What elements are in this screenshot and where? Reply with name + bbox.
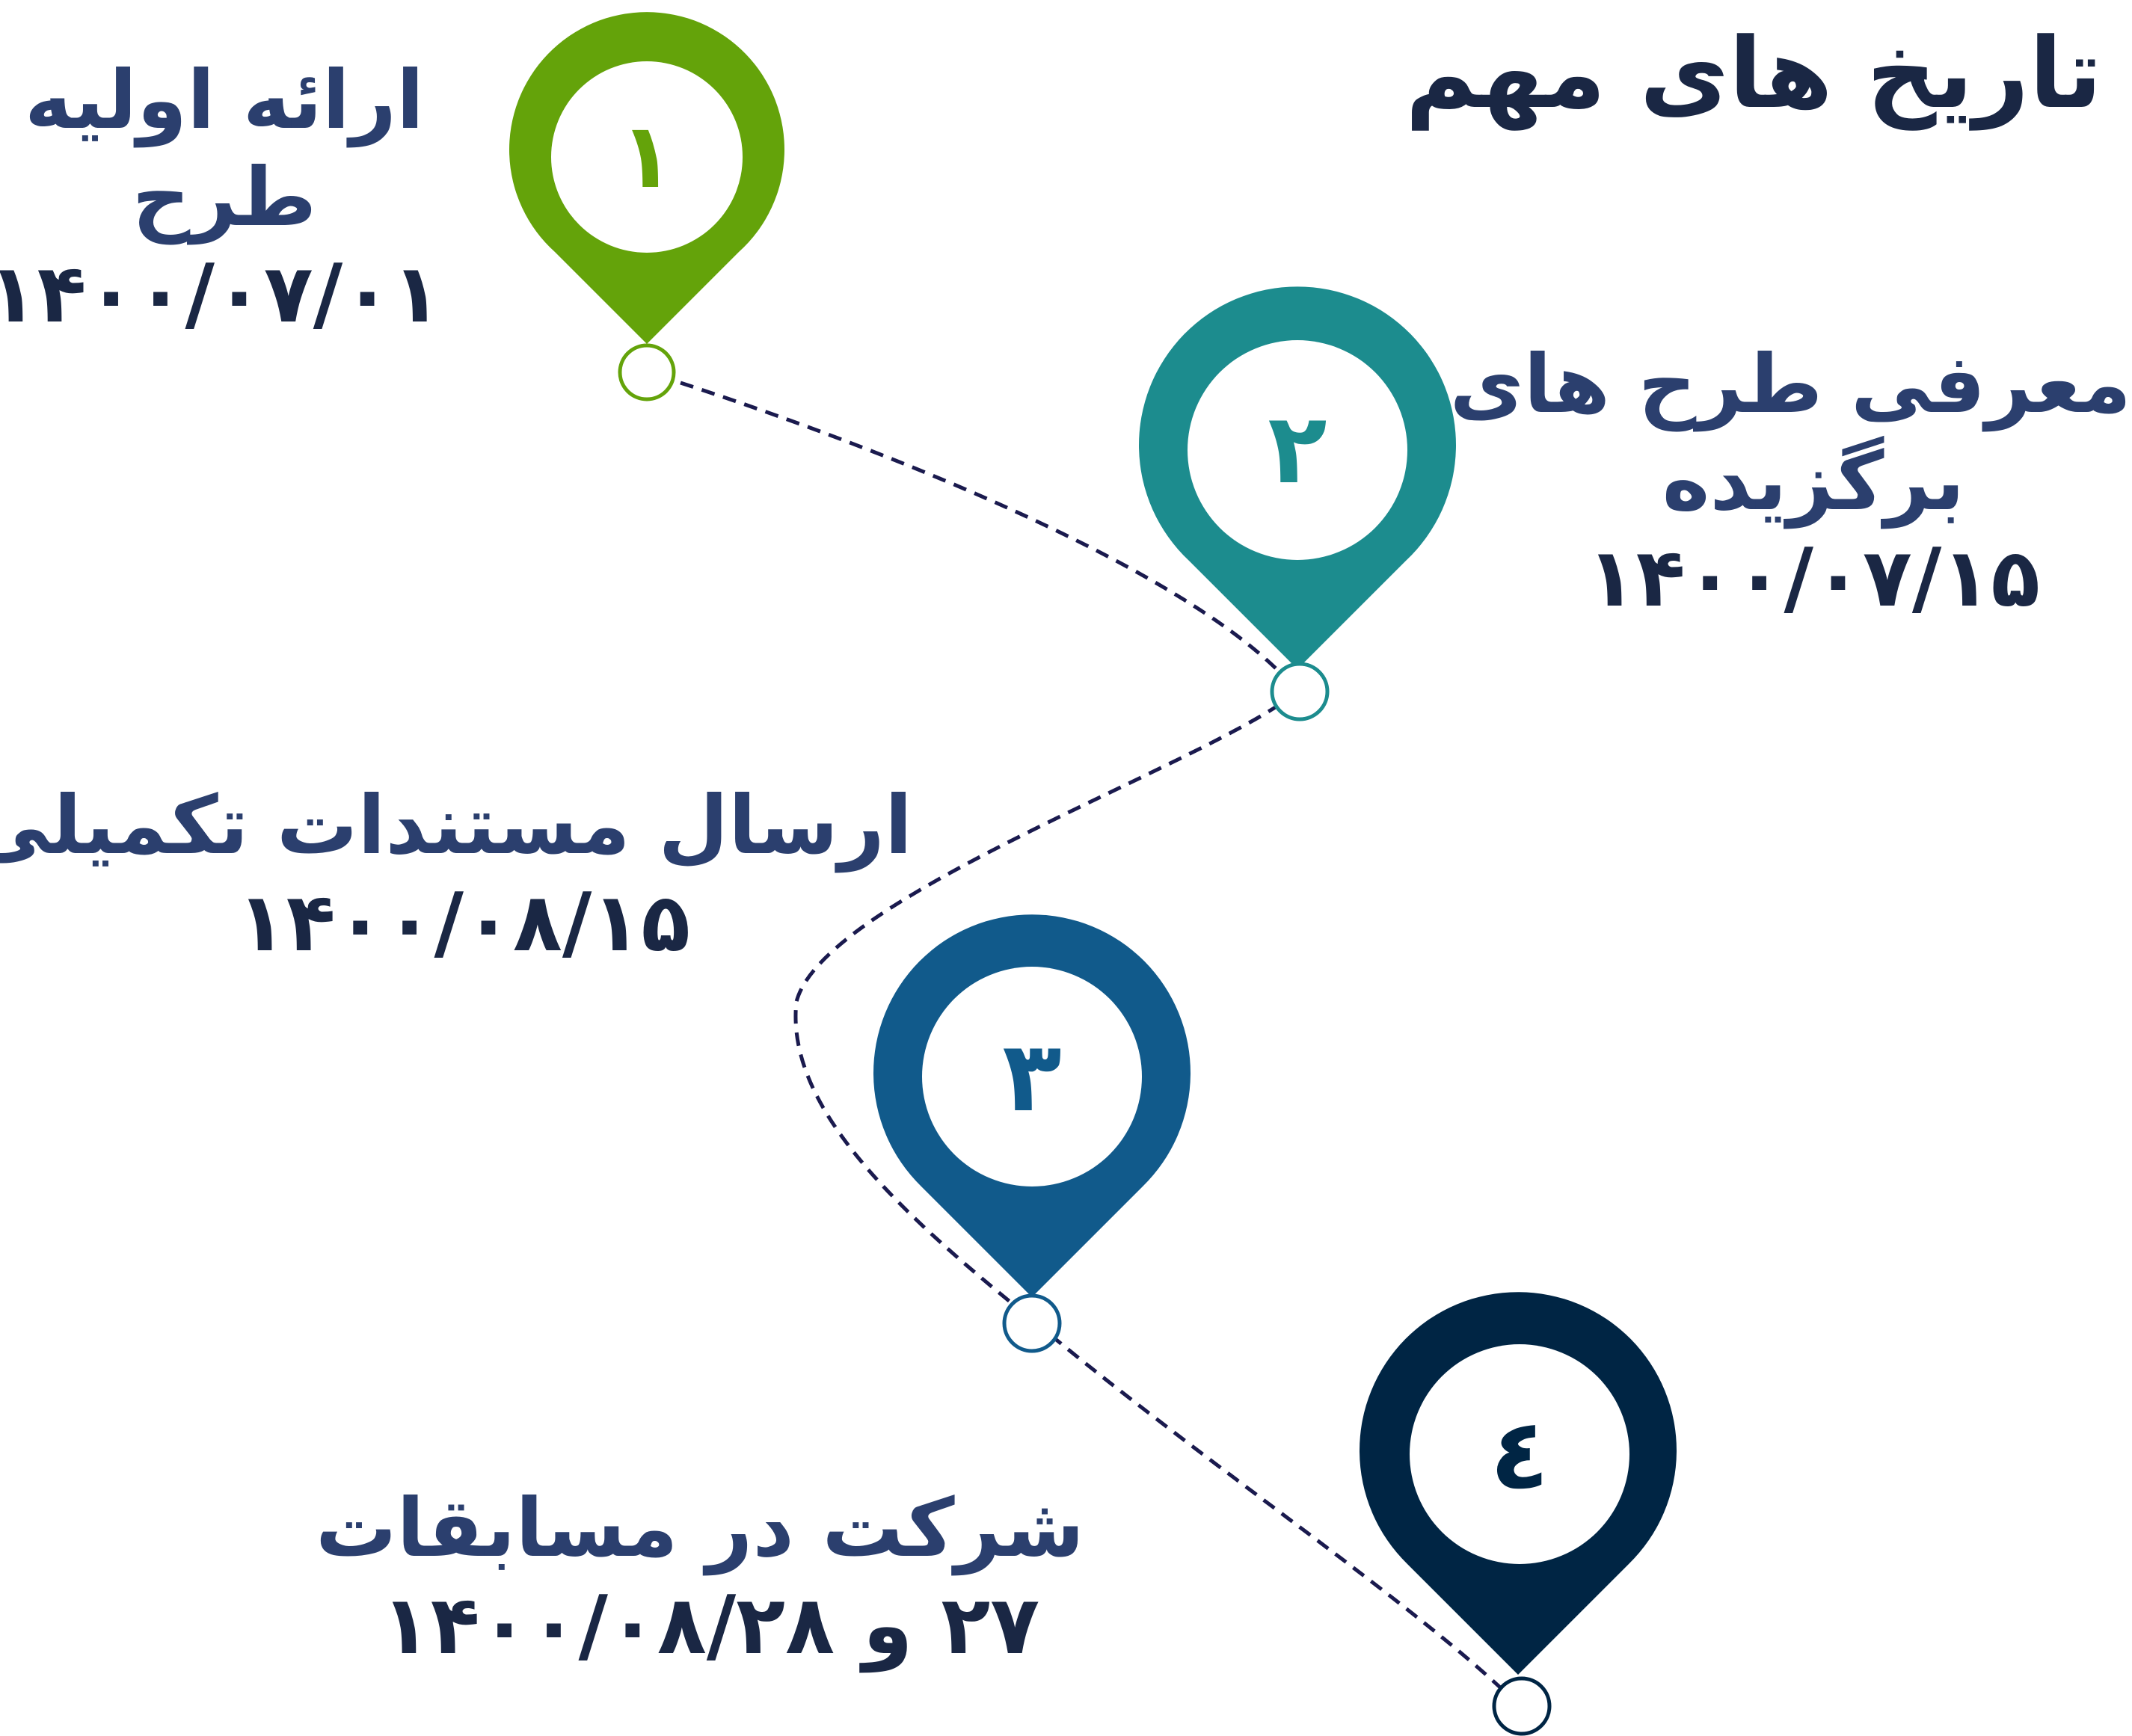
milestone-2-date: ۱۴۰۰/۰۷/۱۵: [1586, 532, 2041, 626]
milestone-1-label-line1: ارائه اولیه: [24, 54, 425, 147]
milestone-3-text: ارسال مستندات تکمیلی ۱۴۰۰/۰۸/۱۵: [0, 778, 912, 971]
pin-4-number: ٤: [1490, 1397, 1549, 1511]
milestone-4-label-line1: شرکت در مسابقات: [315, 1482, 1084, 1575]
page-title: تاریخ های مهم: [1405, 16, 2102, 130]
pin-1: ۱: [509, 12, 784, 401]
timeline-dashed-path: [680, 381, 1520, 1706]
pin-3-anchor-circle: [1002, 1293, 1062, 1353]
pin-2-number: ۲: [1268, 392, 1327, 505]
pin-1-inner-circle: [551, 61, 743, 253]
pin-1-anchor-circle: [618, 343, 676, 401]
milestone-3-label-line1: ارسال مستندات تکمیلی: [0, 779, 912, 872]
milestone-4-date: ۲۷ و ۱۴۰۰/۰۸/۲۸: [381, 1578, 1040, 1672]
milestone-1-label-line2: طرح: [132, 150, 317, 244]
pin-4-inner-circle: [1410, 1344, 1629, 1564]
milestone-1-date: ۱۴۰۰/۰۷/۰۱: [0, 247, 441, 342]
milestone-4-text: شرکت در مسابقات ۲۷ و ۱۴۰۰/۰۸/۲۸: [315, 1480, 1084, 1674]
pin-2-inner-circle: [1188, 340, 1407, 560]
pin-3-number: ۳: [1002, 1020, 1061, 1133]
pin-2: ۲: [1139, 286, 1456, 721]
milestone-3-date: ۱۴۰۰/۰۸/۱۵: [236, 875, 691, 970]
pin-3: ۳: [873, 914, 1191, 1353]
milestone-2-label-line2: برگزیده: [1662, 434, 1965, 529]
pin-4-anchor-circle: [1492, 1676, 1552, 1736]
pin-4: ٤: [1360, 1292, 1677, 1736]
milestone-2-label-line1: معرفی طرح های: [1449, 338, 2131, 431]
pin-1-number: ۱: [619, 105, 674, 209]
pin-2-anchor-circle: [1270, 662, 1330, 721]
milestone-2-text: معرفی طرح های برگزیده ۱۴۰۰/۰۷/۱۵: [1449, 336, 2131, 627]
pin-3-inner-circle: [922, 967, 1142, 1186]
milestone-1-text: ارائه اولیه طرح ۱۴۰۰/۰۷/۰۱: [0, 52, 441, 343]
